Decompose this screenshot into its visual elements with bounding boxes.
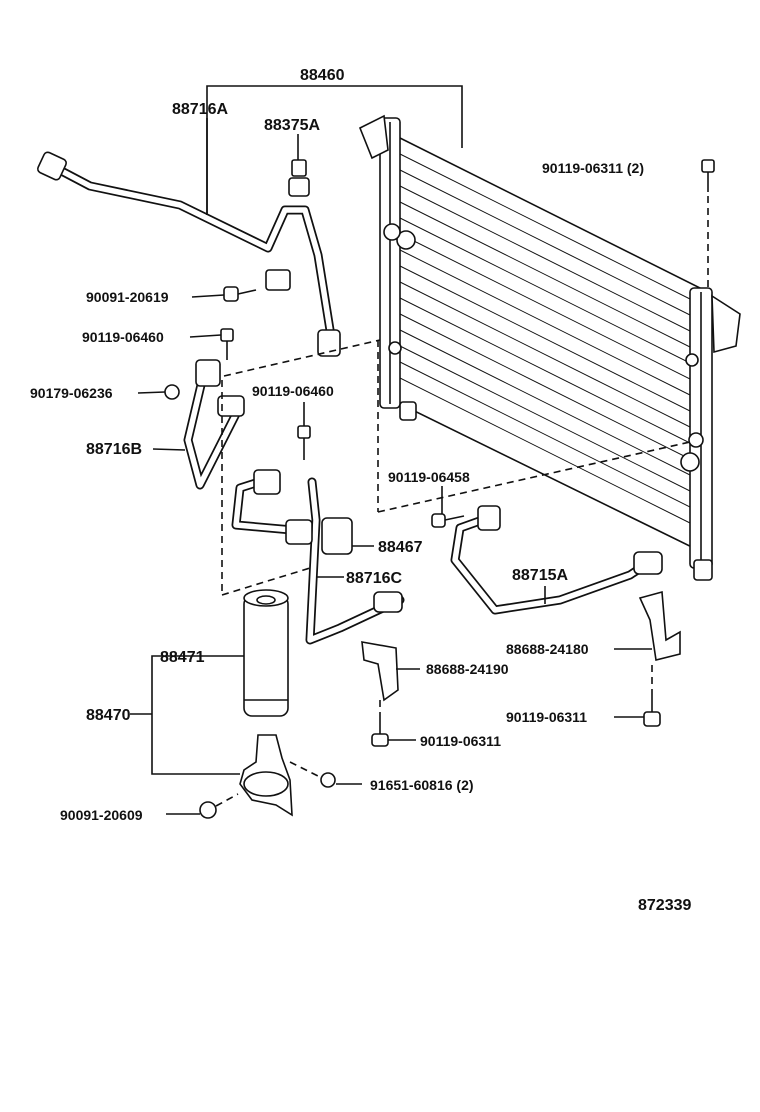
label-pipe-mid: 88716C	[346, 570, 402, 587]
bracket-mid	[361, 641, 399, 702]
label-bolt-b: 90119-06460	[82, 329, 164, 345]
pipe-88716b	[183, 359, 245, 490]
label-nut: 91651-60816 (2)	[370, 777, 474, 793]
label-receiver-assy: 88470	[86, 707, 131, 724]
label-bracket-right: 88688-24180	[506, 641, 589, 657]
label-bolt-c: 90119-06460	[252, 383, 334, 399]
label-bracket-mid: 88688-24190	[426, 661, 509, 677]
receiver-bracket	[239, 734, 293, 817]
bolt-icon	[643, 695, 661, 727]
label-cushion: 88467	[378, 539, 423, 556]
label-ref-number: 872339	[638, 897, 691, 914]
bolt-icon	[371, 712, 389, 747]
pressure-switch	[288, 159, 310, 197]
nut-icon	[320, 772, 336, 788]
bracket-right	[638, 590, 681, 661]
label-pipe-left: 88716B	[86, 441, 142, 458]
label-pipe-upper: 88716A	[172, 101, 228, 118]
bolt-icon	[701, 159, 715, 192]
bolt-icon	[297, 425, 311, 460]
label-bolt-right-lower: 90119-06311	[506, 709, 587, 725]
leader-lines	[130, 85, 709, 815]
bolt-icon	[220, 328, 234, 360]
pipe-88715a	[450, 505, 663, 615]
label-bolt-mid-lower: 90119-06311	[420, 733, 501, 749]
receiver-drier	[243, 589, 289, 717]
label-bolt-top-right: 90119-06311 (2)	[542, 160, 644, 176]
bolt-icon	[199, 801, 217, 819]
label-switch: 88375A	[264, 117, 320, 134]
bolt-icon	[431, 513, 465, 528]
label-grommet: 90179-06236	[30, 385, 113, 401]
grommet-icon	[164, 384, 180, 400]
label-pipe-lower: 88715A	[512, 567, 568, 584]
label-bolt-a: 90091-20619	[86, 289, 169, 305]
condenser-fins	[391, 149, 705, 531]
label-assembly: 88460	[300, 67, 345, 84]
bolt-icon	[223, 286, 257, 302]
label-receiver: 88471	[160, 649, 205, 666]
label-bolt-d: 90119-06458	[388, 469, 470, 485]
label-bolt-bottom-left: 90091-20609	[60, 807, 143, 823]
cushion-icon	[321, 517, 353, 555]
clip-icon	[265, 269, 291, 291]
pipe-88716c	[231, 469, 405, 645]
condenser	[358, 114, 741, 581]
pipe-88716a	[36, 151, 341, 357]
